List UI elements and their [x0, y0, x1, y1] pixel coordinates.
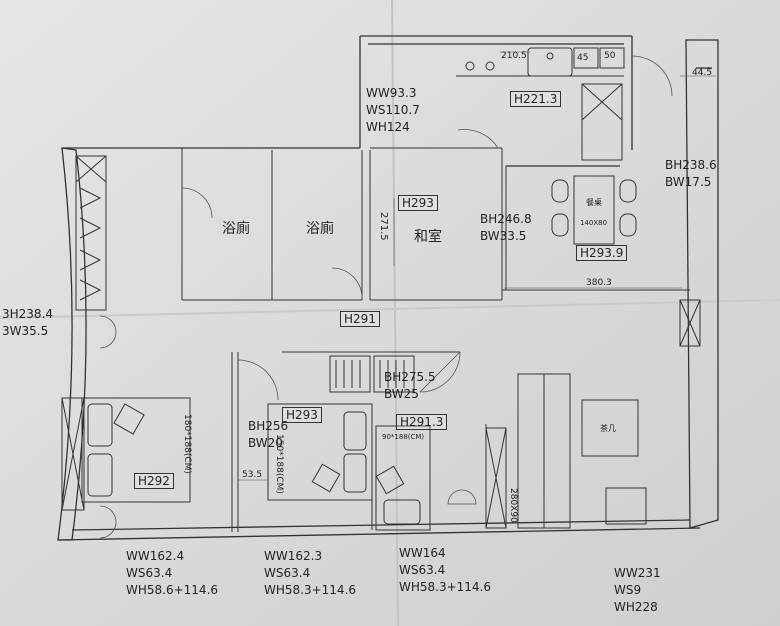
height-tag-tatami: H293 — [398, 195, 438, 211]
coffee-table-label: 茶几 — [600, 424, 616, 433]
door-swings — [99, 55, 673, 539]
beam-note-tatami: BH246.8 BW33.5 — [480, 212, 532, 243]
kitchen-fixtures — [456, 47, 625, 77]
dimension-380-3: 380.3 — [586, 278, 612, 288]
interior-walls — [181, 147, 690, 532]
bed-mid-size: 150*188(CM) — [274, 434, 284, 494]
dimension-44-5: 44.5 — [692, 68, 713, 78]
beam-note-bedroom-right: BH275.5 BW25 — [384, 370, 436, 401]
room-label-bath-right: 浴廁 — [306, 221, 334, 237]
dining-table-size: 140X80 — [580, 219, 608, 227]
dimension-50: 50 — [604, 51, 616, 61]
window-note-bottom-2: WW162.3 WS63.4 WH58.3+114.6 — [264, 549, 357, 597]
height-tag-bedroom-left: H292 — [134, 473, 174, 489]
beam-note-left-wall: 3H238.4 3W35.5 — [2, 307, 54, 338]
height-tag-bedroom-mid: H293 — [282, 407, 322, 423]
beam-note-bedroom-mid: BH256 BW20 — [248, 419, 289, 450]
height-tag-hall: H291 — [340, 311, 380, 327]
dimension-210-5: 210.5 — [501, 51, 527, 61]
dimension-lines — [238, 51, 716, 481]
height-tag-bedroom-right: H291.3 — [396, 414, 448, 430]
wardrobes — [61, 83, 701, 529]
window-note-top: WW93.3 WS110.7 WH124 — [366, 86, 420, 134]
room-label-tatami: 和室 — [414, 229, 442, 245]
bed-left-size: 180*188(CM) — [182, 414, 192, 474]
exterior-walls — [57, 35, 719, 541]
height-tag-kitchen: H221.3 — [510, 91, 562, 107]
dining-table-name: 餐桌 — [586, 198, 602, 207]
window-note-bottom-1: WW162.4 WS63.4 WH58.6+114.6 — [126, 549, 219, 597]
beds-and-furniture — [81, 373, 647, 531]
beam-note-right-wall: BH238.6 BW17.5 — [665, 158, 717, 189]
paper-fold-vertical — [391, 0, 399, 626]
window-note-bottom-4: WW231 WS9 WH228 — [614, 566, 661, 614]
dimension-271-5: 271.5 — [378, 212, 389, 241]
sofa-size: 280X90 — [508, 488, 518, 523]
dimension-53-5: 53.5 — [242, 470, 263, 480]
dining-set — [551, 175, 637, 245]
height-tag-dining: H293.9 — [576, 245, 628, 261]
paper-fold-horizontal — [0, 299, 780, 319]
room-label-bath-left: 浴廁 — [222, 221, 250, 237]
dimension-45: 45 — [577, 53, 589, 63]
bed-right-size: 90*188(CM) — [382, 433, 425, 441]
window-note-bottom-3: WW164 WS63.4 WH58.3+114.6 — [399, 546, 492, 594]
